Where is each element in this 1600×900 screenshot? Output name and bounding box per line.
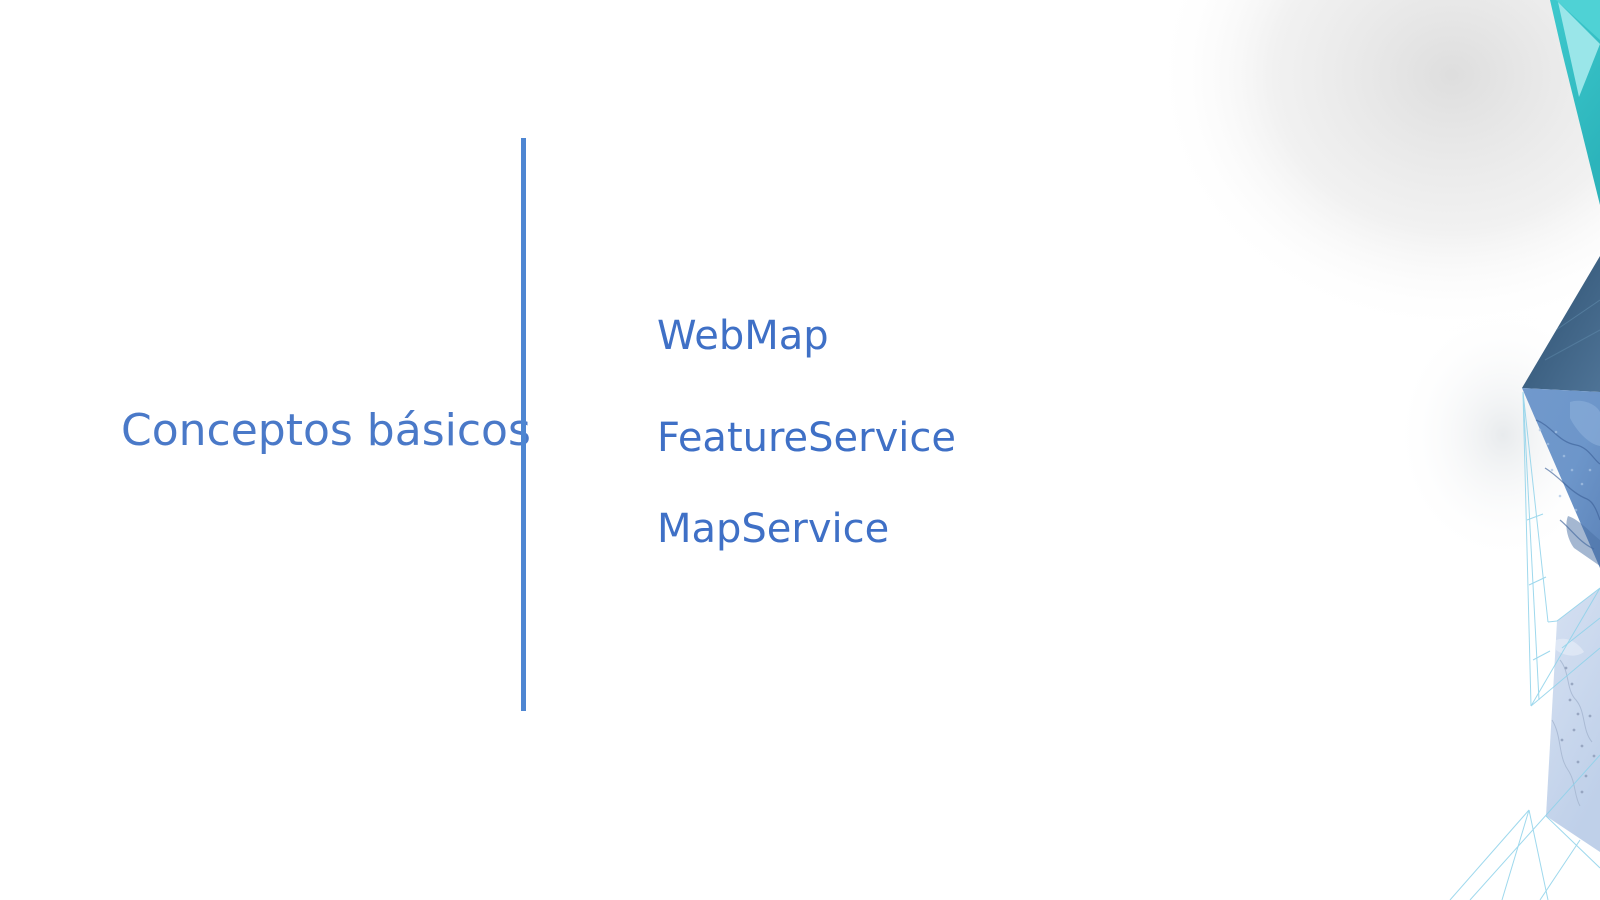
map-diamond-navy-facet [1522,256,1600,392]
teal-gem-top-wedge [1556,0,1600,40]
corner-shadow-gradient [1152,0,1600,335]
bullet-item-featureservice: FeatureService [657,415,956,461]
teal-gem-light-facet [1558,2,1600,97]
pale-map-shape [1546,588,1600,852]
map-facet-speckles [1538,428,1592,512]
navy-facet-mesh-line [1544,329,1600,361]
pale-map-highlight [1556,638,1584,656]
slide-title: Conceptos básicos [121,405,531,456]
map-diamond [1522,256,1600,568]
map-diamond-map-facet [1522,388,1600,568]
map-facet-texture [1535,419,1600,550]
pale-map-speckles [1560,666,1596,794]
wireframe-mesh [1449,391,1600,900]
pale-map-texture [1551,659,1593,807]
pale-map-polygon [1546,588,1600,852]
apex-shadow-gradient [1393,305,1600,565]
map-facet-light-patch [1570,400,1600,446]
vertical-divider [521,138,526,711]
map-facet-dark-patch [1566,516,1600,566]
teal-gem-main-facet [1550,0,1600,205]
bullet-item-webmap: WebMap [657,313,829,359]
teal-gem [1550,0,1600,205]
bullet-item-mapservice: MapService [657,506,890,552]
navy-facet-mesh-line [1555,299,1600,331]
